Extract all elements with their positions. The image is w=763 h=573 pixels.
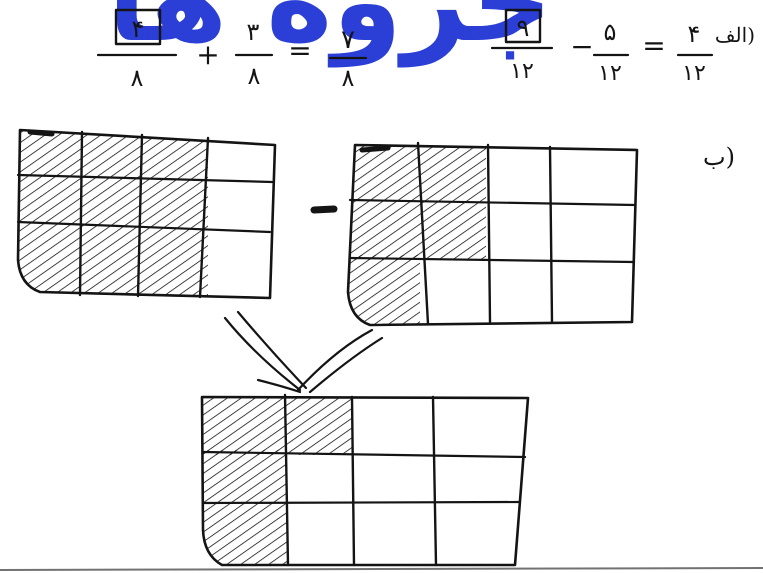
left-grid-shading	[18, 130, 208, 298]
part-b-answer-box	[114, 8, 162, 46]
page-edge-line	[0, 567, 763, 571]
part-b-term1-denominator: ۸	[342, 64, 355, 92]
part-b-equation: ۷ ۸ = ۳ ۸ + ۴ ۸ ب)	[96, 8, 735, 171]
part-b-term2-denominator: ۸	[248, 62, 261, 90]
part-b-term3-numerator: ۴	[132, 15, 145, 43]
part-b-term2-numerator: ۳	[247, 18, 260, 46]
result-grid-shading-left	[202, 450, 287, 565]
result-grid	[200, 393, 530, 567]
part-a-answer-box	[504, 8, 542, 44]
part-b-plus: +	[196, 38, 219, 71]
part-a-term1-denominator: ۱۲	[682, 61, 706, 86]
part-a-label: الف)	[715, 23, 755, 47]
part-a-term3-numerator: ۹	[517, 14, 530, 42]
part-b-equals: =	[288, 34, 311, 67]
part-b-term1-numerator: ۷	[341, 25, 355, 55]
part-a-term2-denominator: ۱۲	[598, 61, 622, 86]
part-b-term3-denominator: ۸	[131, 64, 144, 92]
left-grid	[16, 128, 277, 300]
part-a-term2-numerator: ۵	[604, 18, 617, 46]
part-a-equation: الف) ۴ ۱۲ = ۵ ۱۲ − ۹ ۱۲	[490, 8, 755, 86]
part-b-label: ب)	[703, 143, 735, 171]
watermark-text: جزوه ها	[108, 0, 553, 68]
part-a-term1-numerator: ۴	[688, 20, 701, 48]
grid-minus-sign	[310, 205, 338, 214]
result-grid-shading-top	[202, 397, 352, 455]
part-a-term3-denominator: ۱۲	[510, 59, 534, 84]
part-a-equals: =	[642, 29, 665, 62]
right-grid	[346, 141, 639, 327]
converging-arrows	[223, 310, 384, 394]
right-grid-shading-bottom	[348, 255, 420, 325]
part-a-minus: −	[570, 30, 593, 63]
